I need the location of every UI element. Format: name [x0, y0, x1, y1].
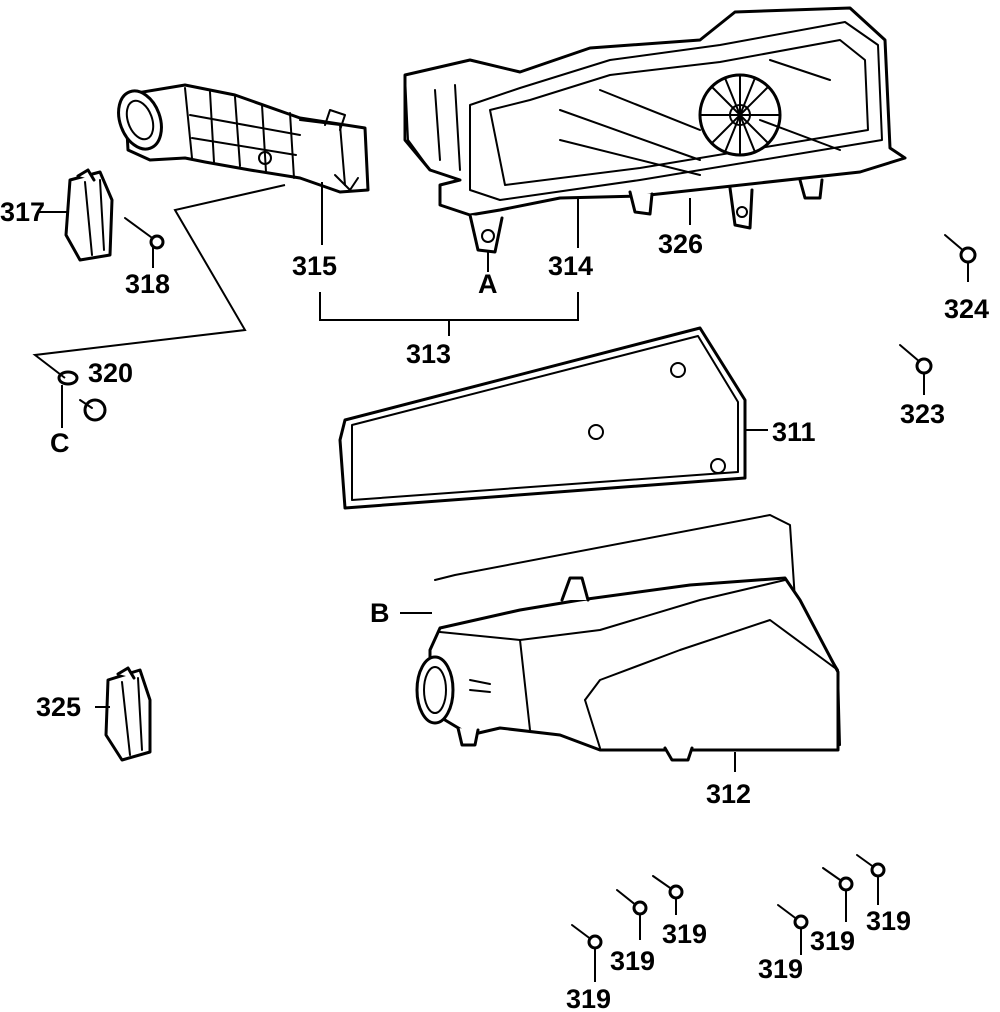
- label-312: 312: [706, 779, 751, 809]
- label-311: 311: [772, 417, 816, 447]
- label-319-b: 319: [610, 946, 655, 976]
- part-324-bolt: [944, 234, 977, 264]
- label-320: 320: [88, 358, 133, 388]
- label-315: 315: [292, 251, 337, 281]
- label-319-e: 319: [810, 926, 855, 956]
- part-314-case: [403, 6, 907, 254]
- label-314: 314: [548, 251, 593, 281]
- label-325: 325: [36, 692, 81, 722]
- label-ref-c: C: [50, 428, 70, 458]
- label-319-a: 319: [662, 919, 707, 949]
- part-317-hose-clamp: [64, 168, 114, 262]
- label-326: 326: [658, 229, 703, 259]
- label-318: 318: [125, 269, 170, 299]
- leader-lines: [32, 182, 969, 982]
- label-323: 323: [900, 399, 945, 429]
- label-319-f: 319: [758, 954, 803, 984]
- part-315-intake-duct: [117, 83, 370, 194]
- label-317: 317: [0, 197, 45, 227]
- label-ref-b: B: [370, 598, 390, 628]
- label-319-d: 319: [866, 906, 911, 936]
- label-313: 313: [406, 339, 451, 369]
- part-320-grommet: [57, 370, 107, 422]
- part-312-cover: [415, 514, 841, 762]
- part-323-bolt: [899, 344, 933, 375]
- label-324: 324: [944, 294, 989, 324]
- label-319-c: 319: [566, 984, 611, 1012]
- label-ref-a: A: [478, 269, 498, 299]
- part-325-hose-clamp: [104, 666, 152, 762]
- part-311-filter-element: [338, 326, 747, 510]
- part-318-screw: [124, 217, 165, 250]
